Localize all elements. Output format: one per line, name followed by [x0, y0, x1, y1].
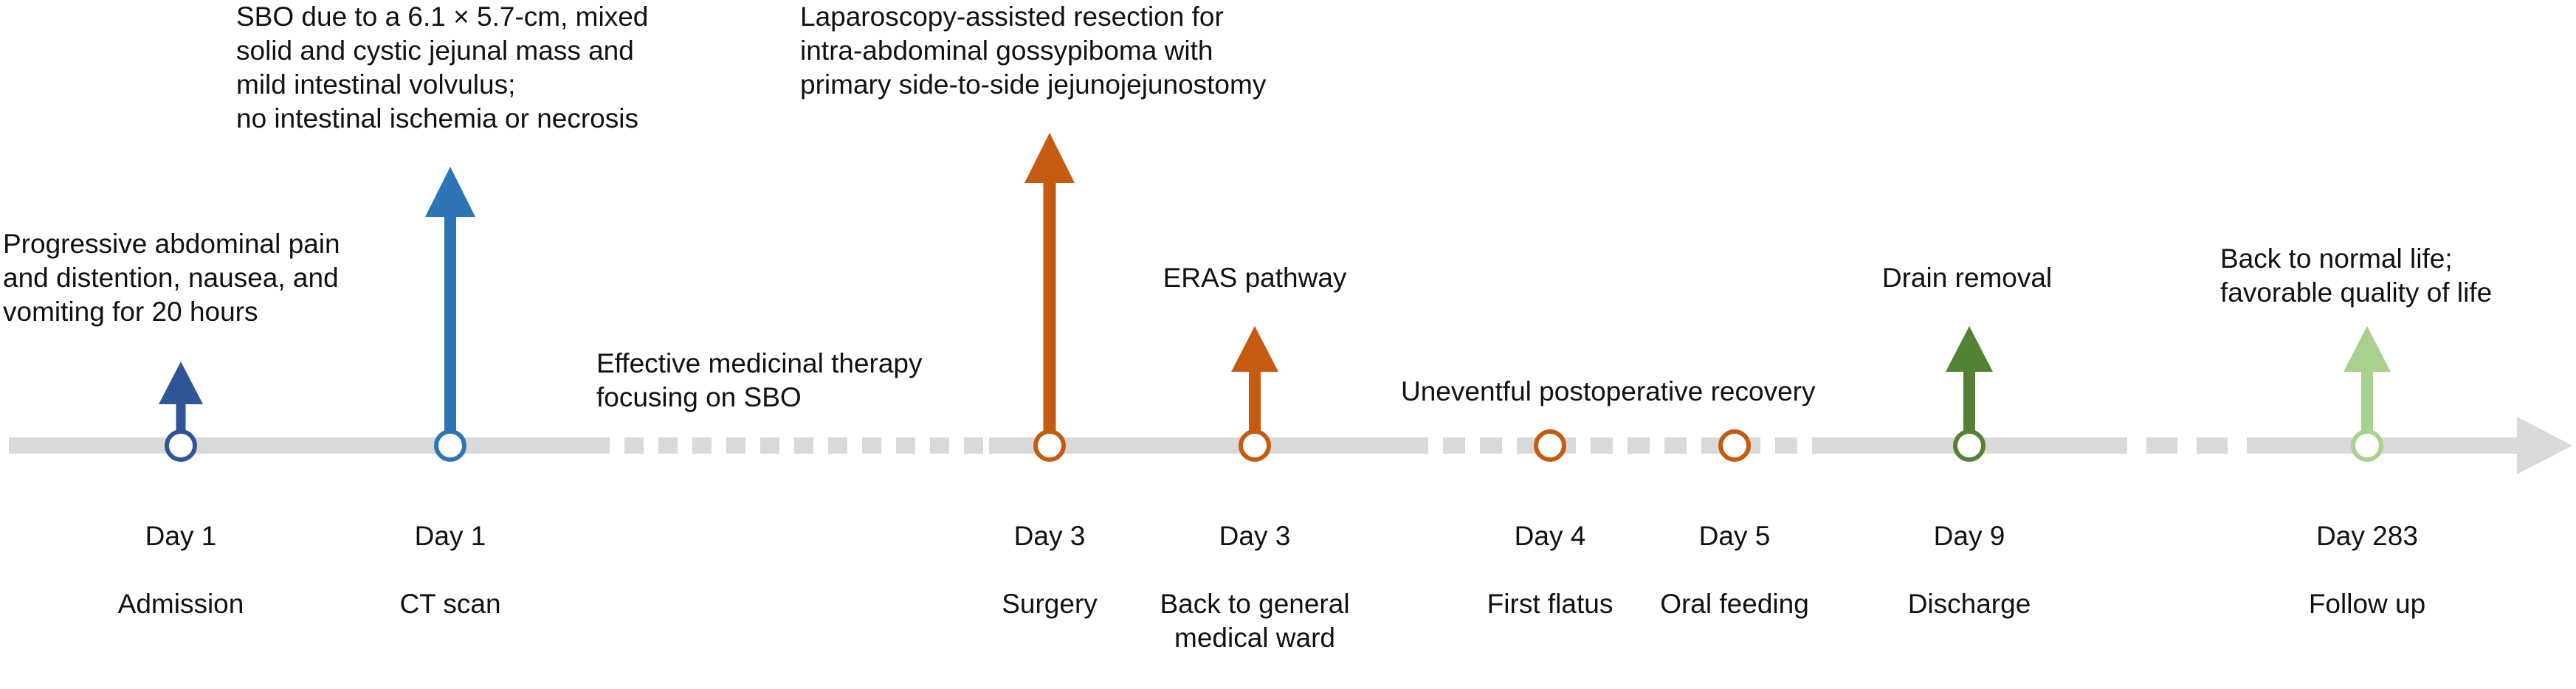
event-label: CT scan	[399, 589, 501, 619]
event-label: Oral feeding	[1660, 589, 1809, 619]
marker-admission-icon	[165, 429, 197, 462]
day-label: Day 1	[414, 521, 486, 551]
day-label: Day 1	[145, 521, 217, 551]
event-label: Surgery	[1002, 589, 1098, 619]
note-admission: Progressive abdominal pain and distentio…	[3, 229, 340, 327]
arrow-head-discharge-icon	[1946, 326, 1993, 372]
marker-ward-icon	[1239, 429, 1271, 462]
label-follow-up: Day 283 Follow up	[2309, 485, 2425, 655]
note-eras-pathway: ERAS pathway	[1163, 263, 1347, 293]
arrow-head-ward-icon	[1231, 326, 1278, 372]
label-oral-feeding: Day 5 Oral feeding	[1660, 485, 1809, 655]
event-label: First flatus	[1487, 589, 1614, 619]
day-label: Day 283	[2316, 521, 2418, 551]
note-ct-scan: SBO due to a 6.1 × 5.7-cm, mixed solid a…	[236, 1, 649, 134]
note-postoperative-recovery: Uneventful postoperative recovery	[1401, 376, 1816, 406]
marker-discharge-icon	[1953, 429, 1986, 462]
arrow-head-ct-icon	[425, 167, 475, 217]
marker-feeding-icon	[1718, 429, 1751, 462]
note-medicinal-therapy: Effective medicinal therapy focusing on …	[596, 348, 923, 412]
day-label: Day 5	[1698, 521, 1771, 551]
marker-ct-icon	[434, 429, 466, 462]
arrow-head-surgery-icon	[1024, 133, 1075, 183]
day-label: Day 4	[1514, 521, 1586, 551]
marker-flatus-icon	[1534, 429, 1566, 462]
label-discharge: Day 9 Discharge	[1908, 485, 2031, 655]
arrow-head-admission-icon	[159, 361, 203, 404]
event-label: Admission	[117, 589, 244, 619]
note-drain-removal: Drain removal	[1881, 263, 2053, 293]
event-arrows	[159, 133, 2391, 438]
label-surgery: Day 3 Surgery	[1002, 485, 1098, 655]
label-admission: Day 1 Admission	[118, 485, 244, 655]
marker-followup-icon	[2351, 429, 2383, 462]
label-back-to-ward: Day 3 Back to general medical ward	[1160, 485, 1349, 689]
day-label: Day 3	[1013, 521, 1086, 551]
label-ct-scan: Day 1 CT scan	[399, 485, 500, 655]
day-label: Day 3	[1219, 521, 1291, 551]
axis-arrowhead-icon	[2517, 417, 2572, 474]
note-follow-up: Back to normal life; favorable quality o…	[2220, 243, 2493, 308]
timeline-axis	[9, 417, 2572, 474]
event-label: Back to general medical ward	[1160, 589, 1350, 653]
marker-surgery-icon	[1033, 429, 1066, 462]
day-label: Day 9	[1933, 521, 2005, 551]
event-markers	[165, 429, 2383, 462]
event-label: Follow up	[2308, 589, 2426, 619]
arrow-head-followup-icon	[2343, 326, 2391, 372]
event-label: Discharge	[1907, 589, 2031, 619]
label-first-flatus: Day 4 First flatus	[1487, 485, 1614, 655]
timeline-graphic	[9, 133, 2572, 474]
note-surgery: Laparoscopy-assisted resection for intra…	[800, 1, 1267, 100]
